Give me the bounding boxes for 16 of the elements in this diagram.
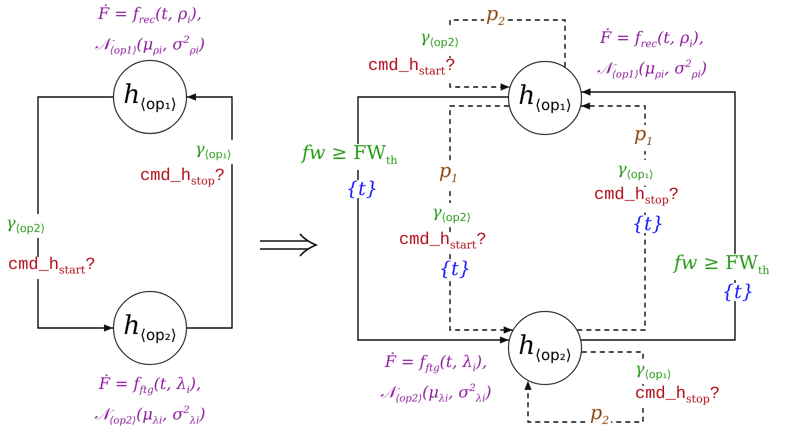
flow-formula: Ḟ = f$_{ftg}$(t, λ$_{i}$), 𝒩$_{⟨op2⟩}$(μ$_{λi}$, σ$^{2}$$_{λi}$) — [94, 374, 206, 429]
sync-label: cmd_h$_{stop}$? — [592, 187, 681, 210]
state-name: h$_{⟨op₂⟩}$ — [518, 331, 572, 365]
edge-label: fw ≥ FW$_{th}$ — [672, 254, 772, 280]
transition-arrow — [37, 96, 113, 332]
transition-arrow — [357, 96, 509, 344]
state-name: h$_{⟨op₁⟩}$ — [123, 80, 177, 114]
transition-arrow — [187, 93, 233, 329]
flow-formula: Ḟ = f$_{rec}$(t, ρ$_{i}$), 𝒩$_{⟨op1⟩}$(μ$_{ρi}$, σ$^{2}$$_{ρi}$) — [596, 28, 708, 83]
edge-label: fw ≥ FW$_{th}$ — [300, 144, 400, 170]
flow-formula: Ḟ = f$_{ftg}$(t, λ$_{i}$), 𝒩$_{⟨op2⟩}$(μ$_{λi}$, σ$^{2}$$_{λi}$) — [380, 352, 492, 407]
sync-label: cmd_h$_{stop}$? — [633, 386, 722, 408]
flow-formula: Ḟ = f$_{rec}$(t, ρ$_{i}$), 𝒩$_{⟨op1⟩}$(μ$_{ρi}$, σ$^{2}$$_{ρi}$) — [94, 4, 206, 59]
state-name: h$_{⟨op₂⟩}$ — [123, 311, 177, 345]
state-name: h$_{⟨op₁⟩}$ — [518, 81, 572, 115]
transition-arrow — [581, 88, 736, 341]
